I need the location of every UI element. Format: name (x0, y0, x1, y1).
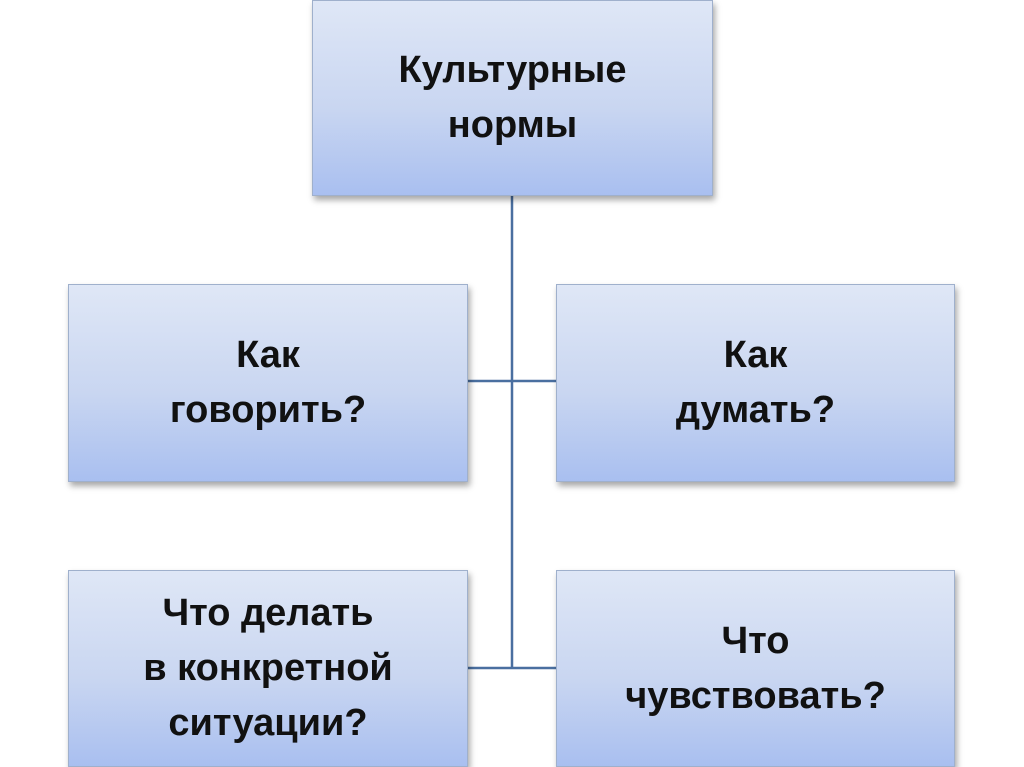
node-how-to-think-label: Как думать? (675, 334, 836, 431)
node-what-to-do: Что делать в конкретной ситуации? (68, 570, 468, 767)
node-how-to-think: Как думать? (556, 284, 955, 482)
node-what-to-feel-label: Что чувствовать? (625, 619, 886, 717)
node-cultural-norms: Культурные нормы (312, 0, 713, 196)
node-how-to-speak: Как говорить? (68, 284, 468, 482)
node-cultural-norms-label: Культурные нормы (398, 49, 627, 146)
node-what-to-do-label: Что делать в конкретной ситуации? (143, 592, 393, 744)
node-how-to-speak-label: Как говорить? (169, 334, 367, 431)
node-what-to-feel: Что чувствовать? (556, 570, 955, 767)
